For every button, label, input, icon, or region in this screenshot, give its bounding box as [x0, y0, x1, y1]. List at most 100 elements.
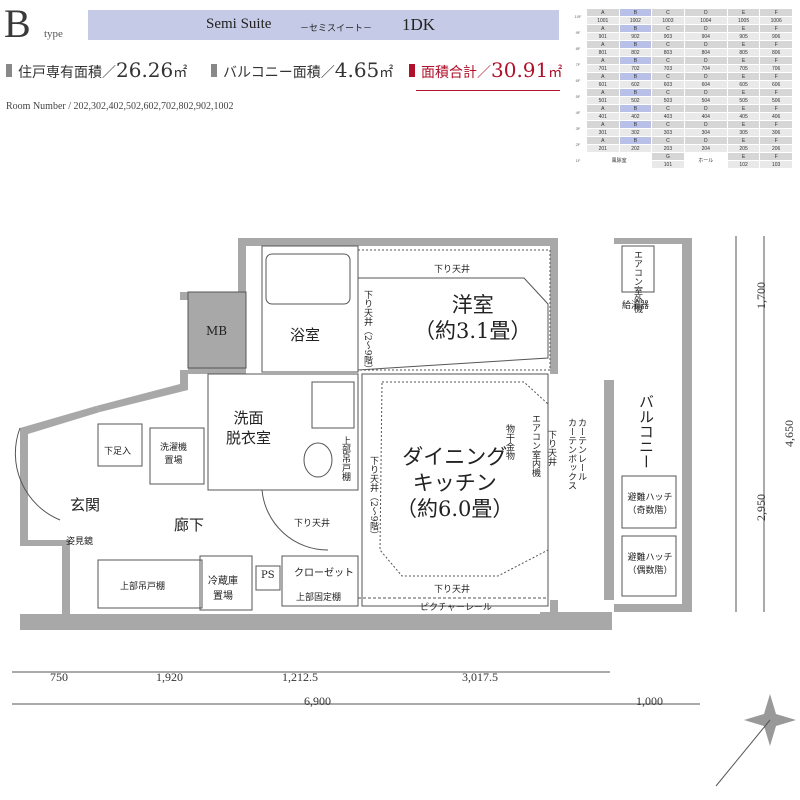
dim-1000: 1,000	[636, 694, 663, 708]
dim-1920: 1,920	[156, 670, 183, 684]
unit-number: 902	[618, 32, 653, 41]
hatch-even	[621, 535, 677, 597]
floor-label: 10F	[569, 8, 587, 25]
unit-number: 804	[683, 48, 728, 57]
dining-drop-ceiling	[379, 381, 549, 577]
note-picture-rail: ピクチャーレール	[420, 603, 492, 613]
dim-1212: 1,212.5	[282, 670, 318, 684]
unit-number: 401	[586, 112, 620, 121]
private-area-label: 住戸専有面積／	[18, 65, 116, 81]
unit-number: 604	[683, 80, 728, 89]
wind-room: 風除室	[585, 152, 653, 169]
area-unit: ㎡	[379, 65, 394, 81]
unit-letter: E	[726, 104, 761, 113]
unit-letter: C	[651, 72, 685, 81]
washer-label: 洗濯機 置場	[160, 443, 188, 466]
unit-number: 204	[683, 144, 728, 153]
ac-outdoor	[621, 245, 655, 293]
unit-letter: B	[618, 8, 653, 17]
unit-number: 1002	[618, 16, 653, 25]
unit-number: 602	[618, 80, 653, 89]
floor-label: 6F	[569, 72, 587, 89]
room-bath: 浴室	[290, 326, 321, 344]
unit-letter: E	[726, 136, 761, 145]
wall-entrance-top	[96, 370, 188, 412]
unit-letter: B	[618, 24, 653, 33]
note-drying: 物干金物	[504, 424, 514, 460]
unit-letter: A	[586, 120, 620, 129]
plan-layout: 1DK	[402, 15, 436, 34]
wall-right-upper	[550, 238, 558, 374]
unit-letter: C	[651, 104, 685, 113]
dim-6900: 6,900	[304, 694, 331, 708]
unit-number: 603	[651, 80, 685, 89]
bullet-square-icon	[409, 64, 415, 77]
toilet	[303, 442, 333, 478]
unit-number: 702	[618, 64, 653, 73]
shoebox-label: 下足入	[104, 447, 132, 457]
unit-letter: E	[726, 24, 761, 33]
washer-box	[149, 427, 205, 485]
fridge-box	[199, 555, 253, 611]
floor-label: 5F	[569, 88, 587, 105]
unit-letter: D	[683, 136, 728, 145]
closet-box	[281, 555, 359, 607]
closet-label: クローゼット	[294, 568, 354, 579]
unit-number: 701	[586, 64, 620, 73]
unit-number: 704	[683, 64, 728, 73]
unit-number: 503	[651, 96, 685, 105]
title-bar	[88, 10, 559, 40]
unit-number: 802	[618, 48, 653, 57]
total-area-value: 30.91	[491, 58, 549, 82]
unit-number: 502	[618, 96, 653, 105]
unit-letter: D	[683, 72, 728, 81]
western-room	[357, 277, 549, 371]
bath-box	[261, 245, 359, 373]
unit-number: 302	[618, 128, 653, 137]
unit-letter: F	[759, 120, 793, 129]
walls	[20, 238, 692, 630]
wash-box	[207, 373, 359, 491]
unit-number: 703	[651, 64, 685, 73]
unit-number: 405	[726, 112, 761, 121]
type-letter: B	[4, 1, 31, 46]
kitchen-counter	[97, 559, 203, 609]
unit-letter: C	[651, 120, 685, 129]
plan-name-kana: －セミスイート－	[300, 24, 373, 34]
balcony-area: バルコニー面積／ 4.65 ㎡	[211, 58, 393, 82]
north-arrow-icon	[715, 719, 771, 787]
hall: ホール	[683, 152, 728, 169]
unit-letter: E	[726, 152, 761, 161]
unit-number: 906	[759, 32, 793, 41]
unit-number: 306	[759, 128, 793, 137]
floor-label: 1F	[569, 152, 587, 169]
total-area: 面積合計／ 30.91 ㎡	[409, 58, 562, 82]
unit-letter: E	[726, 40, 761, 49]
mb-box	[187, 291, 247, 369]
floor-plan	[12, 236, 796, 787]
unit-number: 103	[759, 160, 793, 169]
unit-number: 803	[651, 48, 685, 57]
note-curtain: カーテンレール カーテンボックス	[566, 418, 586, 490]
unit-letter: B	[618, 120, 653, 129]
floor-label: 3F	[569, 120, 587, 137]
unit-number: 201	[586, 144, 620, 153]
unit-number: 801	[586, 48, 620, 57]
unit-letter: F	[759, 88, 793, 97]
ps-box	[255, 565, 281, 591]
floor-label: 2F	[569, 136, 587, 153]
room-entrance: 玄関	[70, 496, 101, 514]
entrance-door-swing	[14, 427, 61, 521]
unit-number: 202	[618, 144, 653, 153]
unit-number: 102	[726, 160, 761, 169]
